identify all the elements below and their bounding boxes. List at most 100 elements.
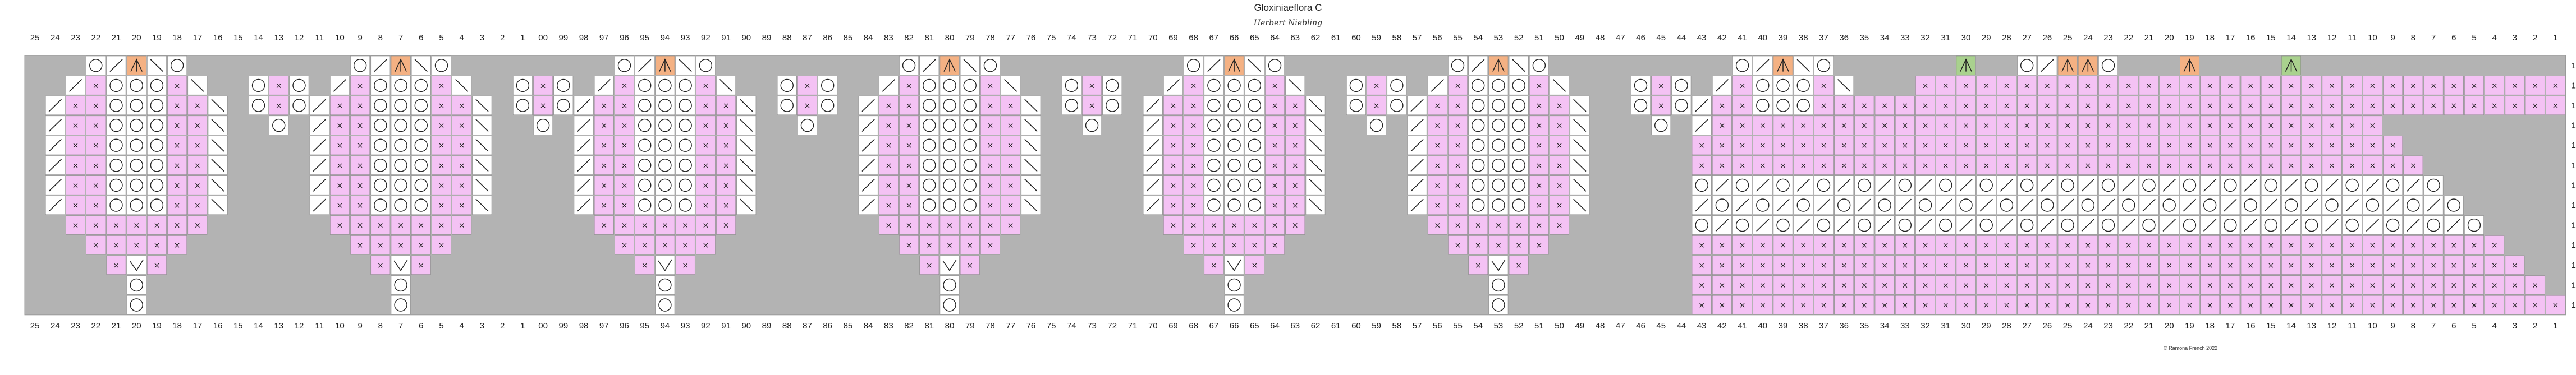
chart-cell: [2037, 235, 2057, 255]
chart-cell: [1509, 136, 1529, 155]
chart-cell: [432, 195, 451, 215]
symbol-twisted-knit: ×: [1942, 101, 1949, 110]
symbol-yarn-over: [638, 178, 652, 192]
symbol-twisted-knit: ×: [438, 241, 445, 250]
chart-cell: [2098, 275, 2118, 295]
symbol-twisted-knit: ×: [2187, 81, 2193, 90]
symbol-twisted-knit: ×: [987, 241, 994, 250]
symbol-twisted-knit: ×: [2084, 241, 2091, 250]
symbol-k2tog: [1878, 179, 1891, 192]
symbol-yarn-over: [353, 59, 367, 72]
symbol-double-decrease: [130, 58, 143, 72]
symbol-yarn-over: [1390, 78, 1404, 92]
symbol-twisted-knit: ×: [2491, 241, 2498, 250]
symbol-yarn-over: [1227, 198, 1241, 212]
chart-cell: [1529, 76, 1549, 95]
symbol-yarn-over: [1817, 59, 1831, 72]
symbol-twisted-knit: ×: [2349, 122, 2355, 131]
symbol-twisted-knit: ×: [1536, 221, 1543, 230]
symbol-twisted-knit: ×: [1800, 141, 1807, 150]
chart-cell: [2545, 95, 2565, 115]
stitch-number-top: 92: [701, 33, 711, 43]
stitch-number-top: 1: [520, 33, 525, 43]
symbol-yarn-over: [679, 138, 692, 152]
symbol-double-decrease: [1492, 58, 1505, 72]
chart-cell: [2017, 115, 2037, 135]
symbol-twisted-knit: ×: [93, 161, 99, 170]
chart-cell: [2037, 155, 2057, 175]
chart-cell: [1448, 95, 1468, 115]
symbol-yarn-over: [679, 118, 692, 132]
chart-cell: [2403, 235, 2423, 255]
symbol-yarn-over: [1227, 178, 1241, 192]
chart-cell: [2180, 275, 2199, 295]
chart-cell: [2139, 155, 2159, 175]
symbol-twisted-knit: ×: [2390, 261, 2396, 270]
chart-cell: [1854, 136, 1874, 155]
chart-cell: [2302, 76, 2322, 95]
symbol-yarn-over: [638, 138, 652, 152]
symbol-yarn-over: [2345, 218, 2359, 232]
symbol-twisted-knit: ×: [885, 141, 892, 150]
stitch-number-top: 16: [213, 33, 223, 43]
symbol-yarn-over: [2020, 59, 2034, 72]
chart-cell: [1874, 136, 1895, 155]
symbol-twisted-knit: ×: [723, 101, 730, 110]
chart-cell: [1773, 95, 1793, 115]
symbol-twisted-knit: ×: [723, 141, 730, 150]
chart-cell: [2078, 76, 2098, 95]
stitch-number-bottom: 83: [884, 321, 893, 331]
chart-cell: [2383, 215, 2403, 235]
symbol-twisted-knit: ×: [357, 101, 364, 110]
symbol-twisted-knit: ×: [2471, 261, 2478, 270]
chart-cell: [1854, 155, 1874, 175]
chart-cell: [2057, 215, 2078, 235]
symbol-twisted-knit: ×: [2450, 281, 2457, 290]
symbol-twisted-knit: ×: [1942, 161, 1949, 170]
symbol-k2tog: [2203, 219, 2217, 232]
chart-cell: [2180, 95, 2199, 115]
symbol-k2tog: [2345, 198, 2359, 212]
chart-cell: [939, 136, 960, 155]
symbol-twisted-knit: ×: [1536, 122, 1543, 131]
symbol-twisted-knit: ×: [2288, 141, 2295, 150]
chart-cell: [1550, 215, 1570, 235]
symbol-twisted-knit: ×: [2390, 81, 2396, 90]
chart-cell: [594, 155, 614, 175]
stitch-number-top: 95: [640, 33, 649, 43]
chart-cell: [432, 76, 451, 95]
symbol-twisted-knit: ×: [1190, 161, 1197, 170]
chart-cell: [675, 136, 695, 155]
symbol-yarn-over: [414, 78, 428, 92]
symbol-twisted-knit: ×: [2166, 141, 2172, 150]
chart-cell: [2281, 95, 2301, 115]
chart-cell: [2139, 175, 2159, 195]
stitch-number-bottom: 17: [193, 321, 203, 331]
chart-cell: [1509, 55, 1529, 75]
chart-cell: [1468, 215, 1488, 235]
chart-cell: [1773, 136, 1793, 155]
chart-cell: [1854, 215, 1874, 235]
symbol-twisted-knit: ×: [1841, 161, 1848, 170]
symbol-twisted-knit: ×: [2288, 301, 2295, 310]
chart-cell: [1997, 115, 2016, 135]
symbol-twisted-knit: ×: [2207, 141, 2213, 150]
chart-cell: [1915, 136, 1935, 155]
chart-cell: [391, 115, 411, 135]
chart-cell: [1204, 175, 1224, 195]
symbol-yarn-over: [963, 138, 977, 152]
symbol-twisted-knit: ×: [1475, 261, 1482, 270]
chart-cell: [370, 195, 391, 215]
chart-cell: [797, 95, 817, 115]
chart-cell: [2362, 195, 2382, 215]
symbol-twisted-knit: ×: [1739, 301, 1746, 310]
stitch-number-top: 56: [1433, 33, 1442, 43]
stitch-number-top: 27: [2022, 33, 2032, 43]
chart-cell: [86, 235, 106, 255]
symbol-yarn-over: [2427, 178, 2440, 192]
symbol-yarn-over: [2366, 198, 2380, 212]
stitch-number-top: 2: [2533, 33, 2537, 43]
chart-cell: [2057, 115, 2078, 135]
stitch-number-top: 49: [1575, 33, 1584, 43]
chart-cell: [86, 155, 106, 175]
